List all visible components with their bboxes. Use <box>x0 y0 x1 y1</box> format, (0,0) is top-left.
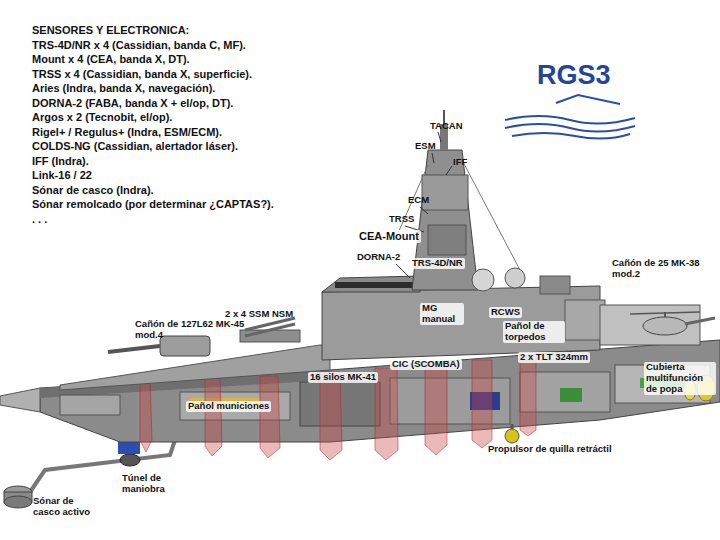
leader-lines <box>396 132 452 278</box>
part-label: CEA-Mount <box>357 230 421 243</box>
sensor-list-line: Sónar remolcado (por determinar ¿CAPTAS?… <box>32 198 274 211</box>
part-label: TRSS <box>389 214 414 225</box>
sensor-list-line: Link-16 / 22 <box>32 169 92 182</box>
part-label: TACAN <box>430 121 463 132</box>
part-label: Cañón de 25 MK-38 mod.2 <box>612 258 707 280</box>
sensor-list-line: Argos x 2 (Tecnobit, el/op). <box>32 111 172 124</box>
logo-title: RGS3 <box>537 60 611 91</box>
sensor-list-line: DORNA-2 (FABA, banda X + el/op, DT). <box>32 97 233 110</box>
logo-waves <box>505 95 635 139</box>
part-label: ECM <box>408 195 429 206</box>
sensor-list-line: . . . <box>32 213 47 226</box>
sensor-list-line: TRS-4D/NR x 4 (Cassidian, banda C, MF). <box>32 39 246 52</box>
sensor-list-line: IFF (Indra). <box>32 155 89 168</box>
part-label: Pañol municiones <box>186 401 271 412</box>
sensor-list-line: TRSS x 4 (Cassidian, banda X, superficie… <box>32 68 252 81</box>
sensor-list-line: Aries (Indra, banda X, navegación). <box>32 82 215 95</box>
part-label: ESM <box>415 141 436 152</box>
helicopter <box>630 312 715 335</box>
part-label: Pañol de torpedos <box>503 321 565 343</box>
part-label: 2 x TLT 324mm <box>518 352 590 363</box>
sensor-list-line: SENSORES Y ELECTRONICA: <box>32 24 189 37</box>
sensor-list-line: Mount x 4 (CEA, banda X, DT). <box>32 53 190 66</box>
sensor-list-line: Rigel+ / Regulus+ (Indra, ESM/ECM). <box>32 126 222 139</box>
part-label: 16 silos MK-41 <box>308 372 378 383</box>
part-label: TRS-4D/NR <box>410 258 465 269</box>
part-label: RCWS <box>489 307 522 318</box>
part-label: Propulsor de quilla retráctil <box>488 444 612 455</box>
part-label: CIC (SCOMBA) <box>390 359 462 370</box>
part-label: Sónar de casco activo <box>33 496 95 518</box>
part-label: DORNA-2 <box>357 252 400 263</box>
part-label: Túnel de maniobra <box>122 473 178 495</box>
sensor-list-line: Sónar de casco (Indra). <box>32 184 154 197</box>
sensor-list-line: COLDS-NG (Cassidian, alertador láser). <box>32 140 238 153</box>
part-label: Cubierta multifunción de popa <box>644 362 716 395</box>
part-label: IFF <box>453 157 467 168</box>
part-label: MG manual <box>420 303 464 325</box>
part-label: Cañón de 127L62 MK-45 mod.4 <box>135 319 247 341</box>
